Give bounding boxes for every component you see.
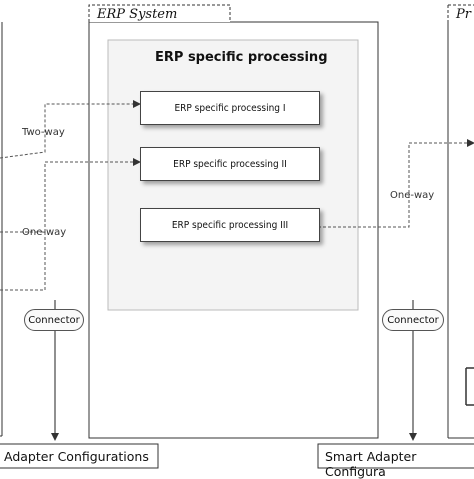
left-config-box [0,443,159,469]
right-config-label: Smart Adapter Configura [325,449,417,479]
process-box-3-label: ERP specific processing III [171,219,289,231]
process-box-1: ERP specific processing I [140,91,320,125]
erp-system-tab [88,4,231,22]
erp-panel-title: ERP specific processing [155,50,328,65]
right-connector-label: Connector [387,314,439,326]
right-connector: Connector [382,309,444,331]
one-way-left-label: One-way [22,227,67,238]
one-way-right-flow [318,139,474,228]
erp-system-title: ERP System [97,7,178,22]
process-box-2: ERP specific processing II [140,147,320,181]
left-connector: Connector [24,309,84,331]
process-box-3: ERP specific processing III [140,208,320,242]
one-way-right-label: One-way [390,190,435,201]
right-config-box [317,443,474,469]
left-config-label: Adapter Configurations [4,449,149,464]
process-box-1-label: ERP specific processing I [174,102,286,114]
right-system-title: Pr [456,7,471,22]
two-way-flow [0,100,141,291]
left-connector-label: Connector [28,314,80,326]
erp-system-frame [88,21,379,439]
two-way-label: Two-way [22,127,65,138]
process-box-2-label: ERP specific processing II [173,158,287,170]
